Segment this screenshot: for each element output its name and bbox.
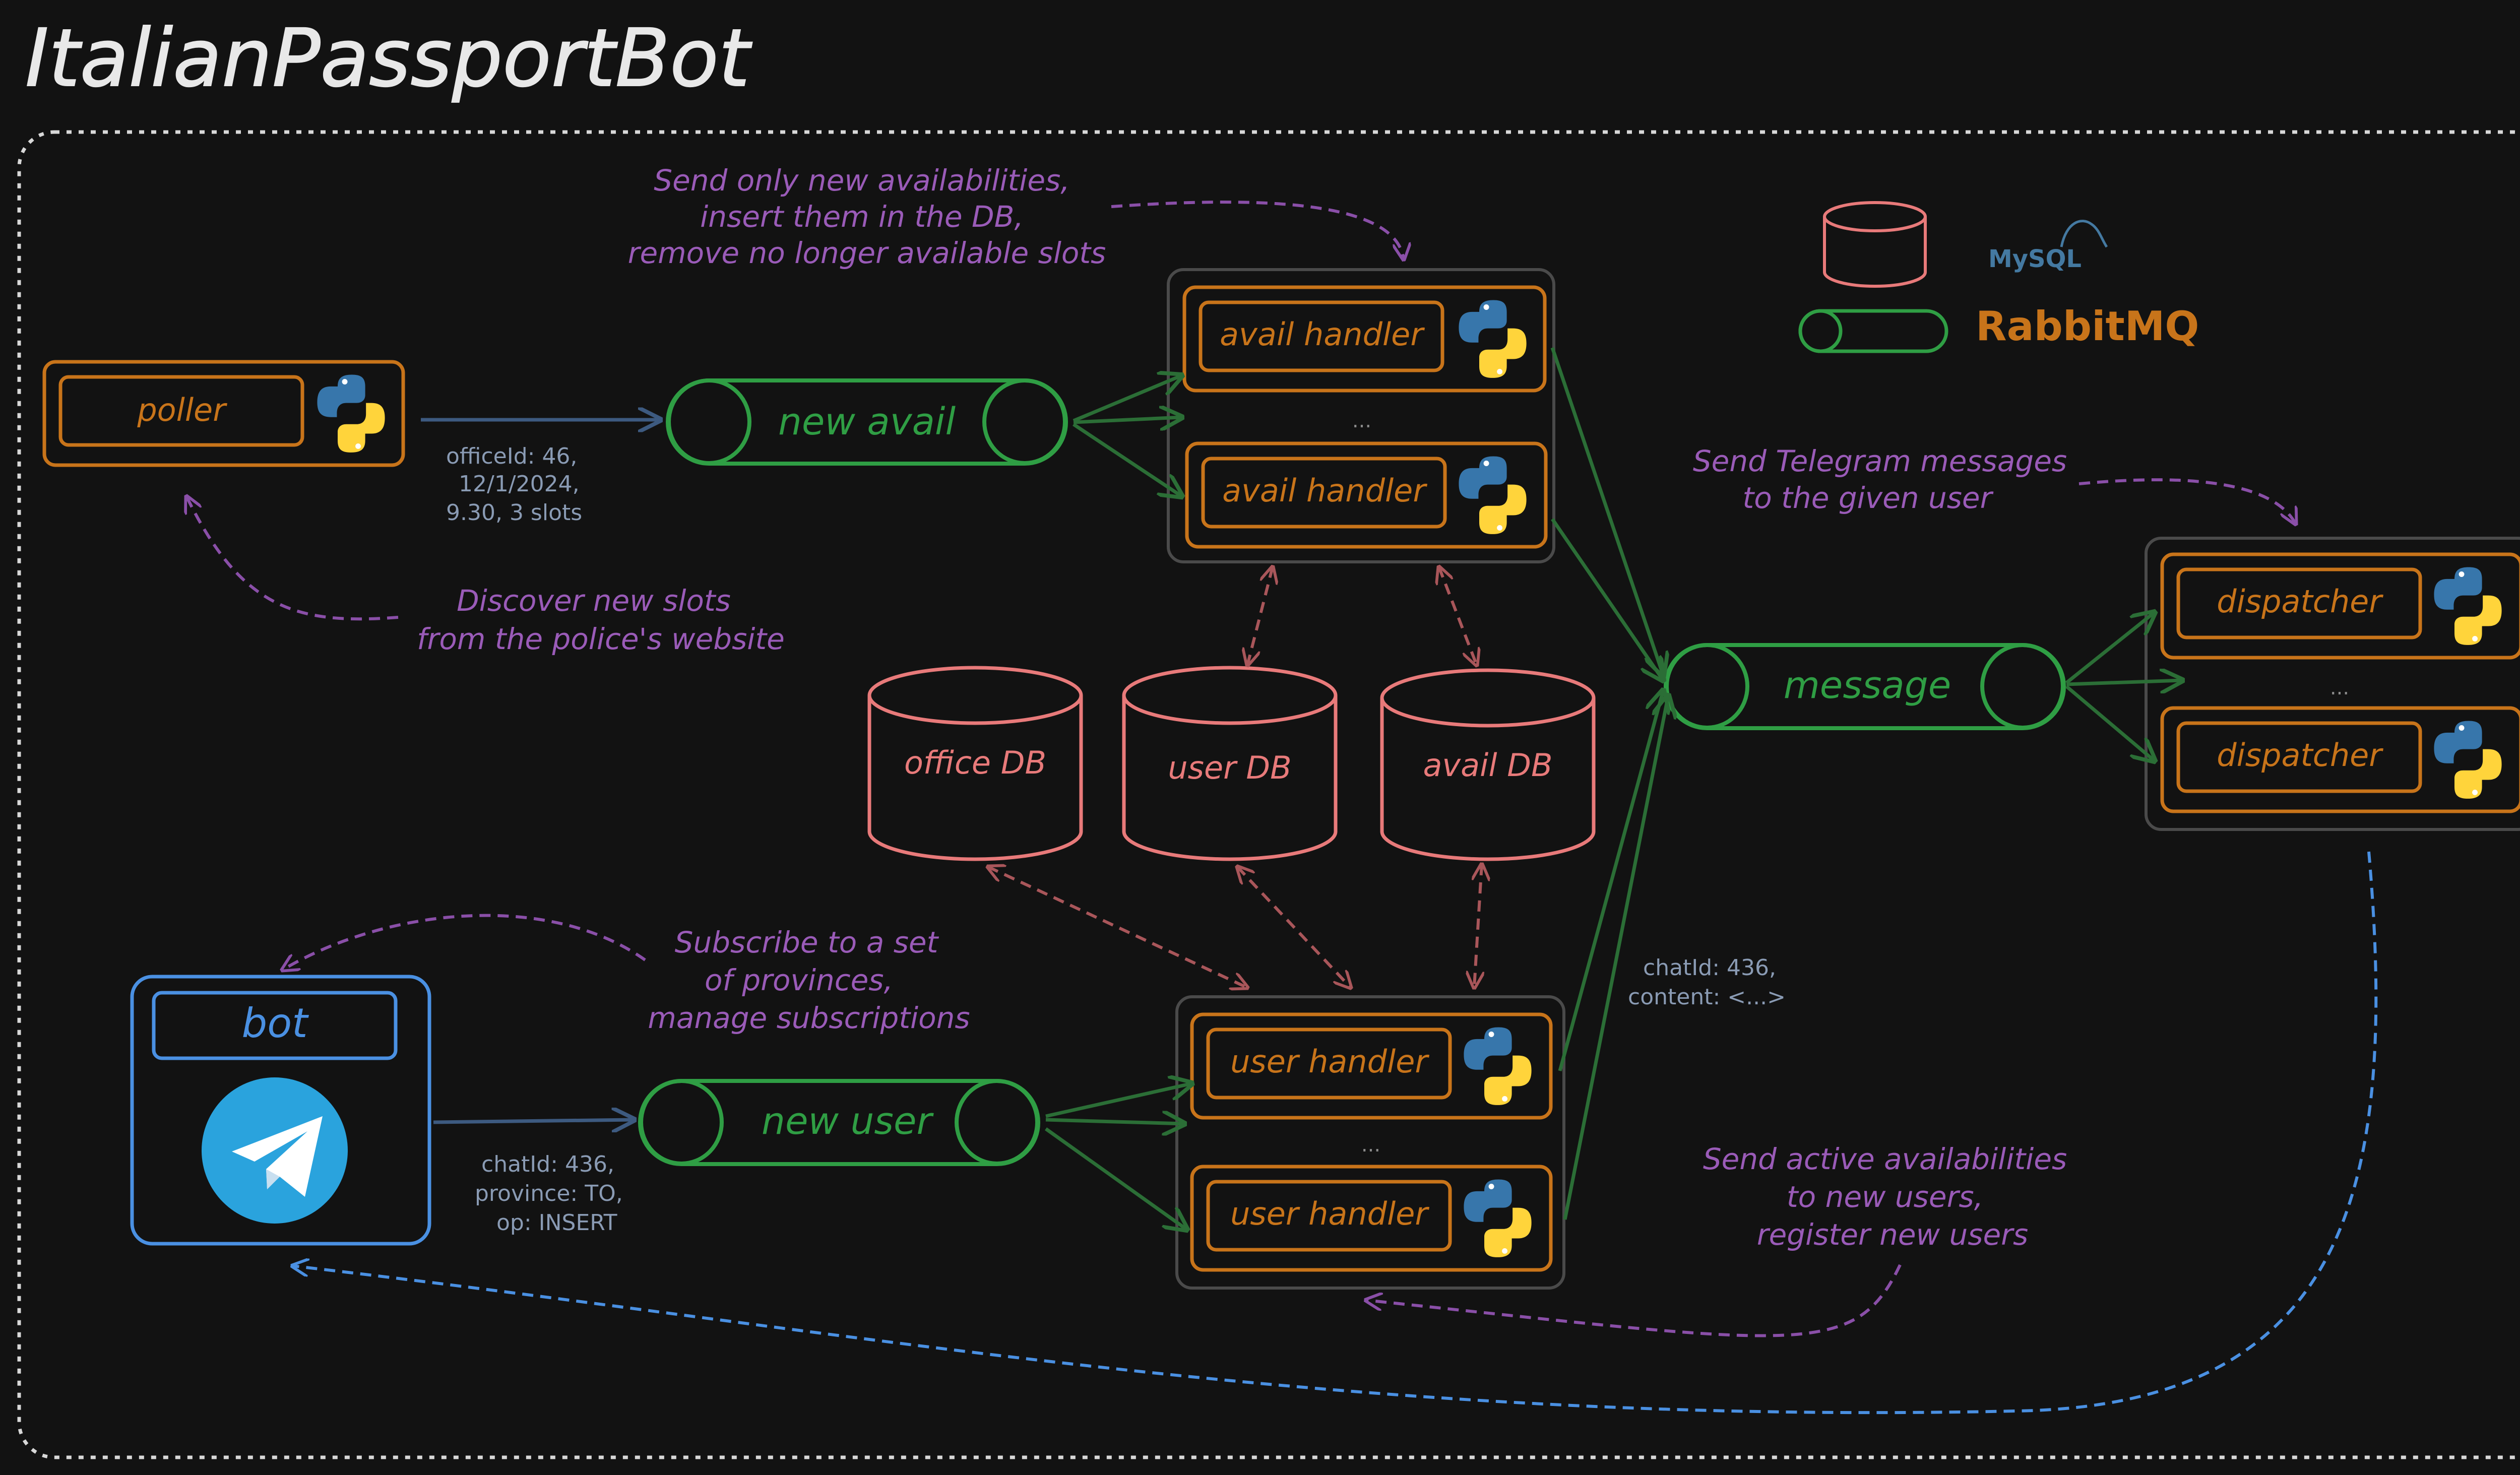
- office-db[interactable]: office DB: [867, 666, 1083, 861]
- legend-mysql-label: MySQL: [1988, 245, 2082, 273]
- note-line: Subscribe to a set: [675, 925, 939, 959]
- note-poller: Discover new slots from the police's web…: [417, 584, 785, 656]
- dispatcher-label: dispatcher: [2217, 583, 2383, 620]
- note-line: register new users: [1757, 1217, 2028, 1252]
- flow-arrows: [421, 347, 2182, 1230]
- message-payload: chatId: 436, content: <...>: [1628, 955, 1786, 1010]
- queue-new-user-label: new user: [762, 1100, 934, 1143]
- user-handler-1-to-message-arrow: [1558, 690, 1663, 1071]
- avail-handler-group: avail handler ... avail handler: [1167, 268, 1555, 563]
- avail-payload: officeId: 46, 12/1/2024, 9.30, 3 slots: [446, 443, 582, 526]
- poller-service[interactable]: poller: [42, 360, 405, 467]
- payload-line: op: INSERT: [496, 1210, 617, 1236]
- note-line: insert them in the DB,: [700, 200, 1024, 234]
- bot-to-new-user-arrow: [433, 1120, 634, 1122]
- legend: MySQL RabbitMQ: [1798, 201, 2199, 353]
- new-user-to-ellipsis-arrow: [1045, 1120, 1184, 1124]
- user-payload: chatId: 436, province: TO, op: INSERT: [475, 1151, 623, 1236]
- note-line: of provinces,: [705, 963, 893, 997]
- office-db-label: office DB: [904, 744, 1046, 781]
- poller-label: poller: [137, 392, 227, 428]
- diagram-title: ItalianPassportBot: [25, 12, 752, 105]
- legend-rabbitmq-label: RabbitMQ: [1976, 303, 2199, 350]
- queue-message[interactable]: message: [1664, 643, 2066, 730]
- new-user-to-handler-2-arrow: [1044, 1127, 1187, 1230]
- telegram-bot[interactable]: bot: [130, 975, 431, 1246]
- note-line: from the police's website: [417, 622, 785, 656]
- payload-line: content: <...>: [1628, 984, 1786, 1010]
- python-logo-icon: [1459, 456, 1527, 534]
- new-avail-to-handler-1-arrow: [1073, 375, 1182, 423]
- annotation-arrows: [186, 201, 2296, 1337]
- avail-handler-1-to-message-arrow: [1550, 347, 1663, 675]
- dispatcher-1[interactable]: dispatcher: [2160, 552, 2520, 660]
- message-to-dispatcher-2-arrow: [2065, 685, 2155, 761]
- new-avail-to-ellipsis-arrow: [1073, 417, 1182, 422]
- avail-handler-2-to-message-arrow: [1551, 518, 1663, 680]
- note-dispatcher: Send Telegram messages to the given user: [1693, 444, 2067, 515]
- note-line: Discover new slots: [457, 584, 731, 618]
- avail-handler-ellipsis: ...: [1352, 409, 1371, 432]
- new-user-to-handler-1-arrow: [1045, 1083, 1192, 1118]
- avail-handler-label: avail handler: [1222, 472, 1427, 509]
- note-avail-handler: Send only new availabilities, insert the…: [628, 163, 1106, 270]
- payload-line: 9.30, 3 slots: [446, 500, 582, 526]
- user-db[interactable]: user DB: [1122, 666, 1338, 861]
- python-logo-icon: [317, 374, 385, 453]
- dispatcher-ellipsis: ...: [2330, 676, 2349, 699]
- user-handler-label: user handler: [1230, 1043, 1429, 1080]
- python-logo-icon: [1464, 1027, 1532, 1105]
- note-line: to new users,: [1787, 1180, 1983, 1214]
- note-line: Send Telegram messages: [1693, 444, 2067, 478]
- payload-line: chatId: 436,: [1643, 955, 1776, 981]
- user-handler-label: user handler: [1230, 1195, 1429, 1232]
- user-handler-1[interactable]: user handler: [1190, 1012, 1553, 1120]
- python-logo-icon: [1459, 300, 1527, 378]
- message-to-dispatcher-ellipsis-arrow: [2066, 680, 2182, 684]
- queue-new-user[interactable]: new user: [638, 1079, 1040, 1166]
- dispatcher-label: dispatcher: [2217, 737, 2383, 774]
- avail-db[interactable]: avail DB: [1380, 668, 1596, 861]
- python-logo-icon: [1464, 1179, 1532, 1257]
- payload-line: officeId: 46,: [446, 443, 577, 469]
- dispatcher-to-bot-arrow: [292, 851, 2378, 1415]
- legend-db-cylinder: [1823, 201, 1927, 288]
- note-user-handler: Send active availabilities to new users,…: [1703, 1142, 2067, 1252]
- user-handler-group: user handler ... user handler: [1175, 995, 1565, 1290]
- avail-handler-label: avail handler: [1220, 316, 1425, 353]
- message-to-dispatcher-1-arrow: [2065, 612, 2155, 684]
- user-handler-2[interactable]: user handler: [1190, 1165, 1553, 1272]
- queue-new-avail[interactable]: new avail: [666, 378, 1068, 466]
- note-line: Send only new availabilities,: [654, 163, 1069, 198]
- legend-queue-cylinder: [1798, 309, 1948, 353]
- mysql-dolphin-icon: [2060, 220, 2108, 248]
- telegram-logo-icon: [202, 1077, 348, 1224]
- queue-message-label: message: [1784, 664, 1951, 707]
- avail-db-label: avail DB: [1423, 747, 1552, 784]
- python-logo-icon: [2434, 721, 2502, 799]
- dispatcher-group: dispatcher ... dispatcher: [2145, 537, 2520, 831]
- dispatcher-2[interactable]: dispatcher: [2160, 706, 2520, 813]
- payload-line: chatId: 436,: [481, 1151, 614, 1177]
- queue-new-avail-label: new avail: [778, 400, 956, 443]
- avail-handler-2[interactable]: avail handler: [1185, 441, 1548, 549]
- user-handler-ellipsis: ...: [1361, 1133, 1380, 1157]
- avail-handler-1[interactable]: avail handler: [1182, 285, 1547, 393]
- note-line: remove no longer available slots: [628, 236, 1106, 270]
- payload-line: province: TO,: [475, 1181, 623, 1206]
- note-bot: Subscribe to a set of provinces, manage …: [648, 925, 970, 1035]
- payload-line: 12/1/2024,: [459, 471, 580, 497]
- user-handler-2-to-message-arrow: [1563, 695, 1668, 1220]
- user-db-label: user DB: [1168, 749, 1291, 786]
- note-line: to the given user: [1743, 481, 1994, 515]
- python-logo-icon: [2434, 567, 2502, 645]
- bot-label: bot: [241, 1000, 309, 1047]
- note-line: Send active availabilities: [1703, 1142, 2067, 1176]
- note-line: manage subscriptions: [648, 1001, 970, 1035]
- new-avail-to-handler-2-arrow: [1073, 423, 1182, 496]
- db-access-arrows: [988, 567, 1482, 988]
